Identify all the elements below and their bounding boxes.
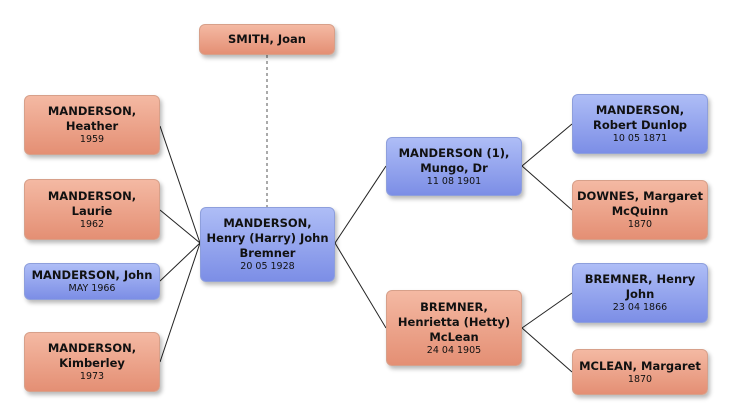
person-box-manderson-laurie[interactable]: MANDERSON, Laurie 1962 [24, 179, 160, 240]
person-box-smith-joan[interactable]: SMITH, Joan [199, 24, 335, 55]
person-name: MANDERSON, John [31, 268, 153, 282]
person-box-manderson-kimberley[interactable]: MANDERSON, Kimberley 1973 [24, 332, 160, 392]
person-name: MANDERSON, Robert Dunlop [593, 103, 687, 132]
person-box-bremner-henry[interactable]: BREMNER, Henry John 23 04 1866 [572, 263, 708, 323]
person-date: 20 05 1928 [240, 261, 295, 272]
person-date: 1959 [79, 134, 105, 145]
person-date: 23 04 1866 [612, 302, 668, 313]
person-date: 1973 [79, 371, 105, 382]
child-connector-kimberley [159, 242, 201, 363]
person-box-manderson-john[interactable]: MANDERSON, John MAY 1966 [24, 263, 160, 300]
person-date: 1870 [627, 219, 653, 230]
child-connector-laurie [159, 209, 201, 244]
person-name: SMITH, Joan [228, 32, 306, 46]
person-box-downes-margaret[interactable]: DOWNES, Margaret McQuinn 1870 [572, 180, 708, 240]
person-box-mclean-margaret[interactable]: MCLEAN, Margaret 1870 [572, 349, 708, 395]
father-connector [334, 165, 387, 244]
person-box-manderson-robert[interactable]: MANDERSON, Robert Dunlop 10 05 1871 [572, 94, 708, 154]
child-connector-john [159, 242, 201, 282]
mat-grandfather-connector [521, 292, 573, 329]
mother-connector [334, 242, 387, 329]
person-name: BREMNER, Henrietta (Hetty) McLean [397, 299, 511, 344]
person-name: DOWNES, Margaret McQuinn [577, 189, 703, 218]
person-date: 24 04 1905 [426, 344, 482, 356]
child-connector-heather [159, 125, 201, 244]
person-date: 10 05 1871 [612, 133, 668, 144]
person-name: MANDERSON, Laurie [47, 188, 137, 218]
person-box-manderson-mungo[interactable]: MANDERSON (1), Mungo, Dr 11 08 1901 [386, 137, 522, 196]
person-name: MCLEAN, Margaret [579, 358, 701, 373]
person-name: MANDERSON, Heather [47, 104, 137, 133]
person-date: 11 08 1901 [426, 175, 482, 187]
pat-grandmother-connector [521, 165, 573, 211]
person-name: MANDERSON, Kimberley [47, 341, 137, 370]
person-date: 1962 [79, 218, 105, 230]
person-box-bremner-henrietta[interactable]: BREMNER, Henrietta (Hetty) McLean 24 04 … [386, 290, 522, 366]
person-box-manderson-henry[interactable]: MANDERSON, Henry (Harry) John Bremner 20… [200, 207, 335, 282]
person-date: 1870 [627, 373, 653, 385]
person-date: MAY 1966 [68, 283, 116, 294]
person-name: MANDERSON, Henry (Harry) John Bremner [206, 216, 329, 260]
mat-grandmother-connector [521, 327, 573, 373]
pat-grandfather-connector [521, 123, 573, 167]
person-box-manderson-heather[interactable]: MANDERSON, Heather 1959 [24, 95, 160, 155]
person-name: BREMNER, Henry John [584, 272, 696, 301]
person-name: MANDERSON (1), Mungo, Dr [398, 145, 510, 175]
